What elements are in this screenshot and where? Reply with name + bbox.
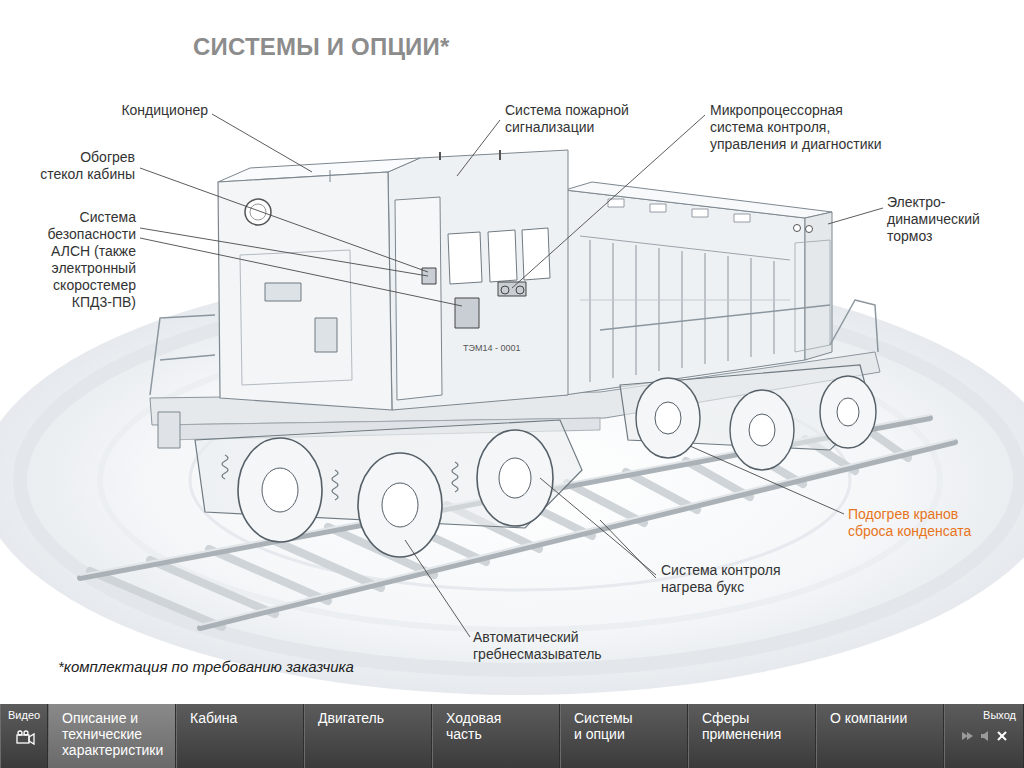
menu-tab: Выход [944,704,1024,768]
menu-tab: Кабина [176,704,304,768]
menu-tab-label: Видео [8,709,48,722]
callout-label: Кондиционер [88,102,208,119]
callout-label: Система безопасности АЛСН (также электро… [36,209,136,311]
menu-tab-label: Выход [950,709,1016,722]
menu-tab: Двигатель [304,704,432,768]
menu-tab-label: Ходовая часть [446,710,516,742]
callout-label-highlight: Подогрев кранов сброса конденсата [848,506,988,540]
menu-tab: О компании [816,704,944,768]
menu-tab-label: О компании [830,710,940,726]
footnote-caption: *комплектация по требованию заказчика [58,658,354,675]
callout-label: Обогрев стекол кабины [39,149,135,183]
menu-tab-label: Описание и технические характеристики [62,710,174,758]
callout-label: Система контроля нагрева букс [661,562,796,596]
callout-label: Система пожарной сигнализации [505,102,645,136]
menu-tab: Сферы применения [688,704,816,768]
bogies [195,365,876,557]
player-icons [962,731,988,741]
video-icon [17,731,34,744]
menu-tab-label: Кабина [190,710,300,726]
callout-label: Электро- динамический тормоз [887,194,997,245]
leader-lines [140,114,883,637]
menu-tab-label: Системы и опции [574,710,640,742]
cab-number: ТЭМ14 - 0001 [463,343,521,354]
callout-label: Микропроцессорная система контроля, упра… [710,102,890,153]
menu-tab-label: Двигатель [318,710,428,726]
menu-tab: Ходовая часть [432,704,560,768]
menu-tab: Системы и опции [560,704,688,768]
menu-tab-label: Сферы применения [702,710,792,742]
page-title: СИСТЕМЫ И ОПЦИИ* [193,33,450,61]
menu-tab: Описание и технические характеристики [48,704,176,768]
menu-tab: Видео [0,704,48,768]
close-icon [998,732,1006,740]
menu-bar: Видео Описание и технические характеристи… [0,704,1024,768]
callout-label: Автоматический гребнесмазыватель [473,629,633,663]
